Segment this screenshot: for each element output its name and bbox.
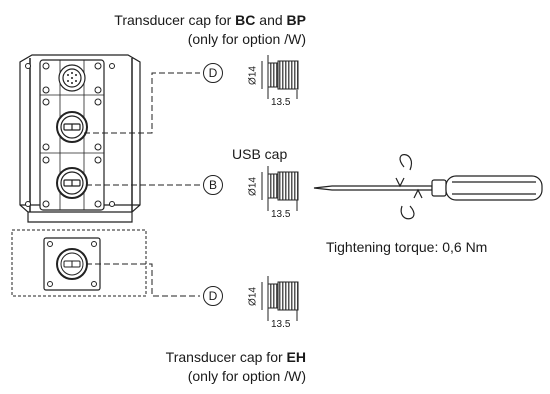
callout-middle: B: [203, 175, 223, 195]
length-bottom: 13.5: [271, 319, 291, 330]
top-cap-subtitle: (only for option /W): [187, 31, 306, 47]
length-middle: 13.5: [271, 209, 291, 220]
diameter-bottom: Ø14: [247, 287, 259, 306]
diameter-top: Ø14: [247, 66, 259, 85]
diameter-middle: Ø14: [247, 177, 259, 196]
callout-bottom: D: [203, 286, 223, 306]
top-cap-title: Transducer cap for BC and BP: [114, 12, 306, 28]
usb-cap-label: USB cap: [232, 146, 288, 162]
length-top: 13.5: [271, 97, 291, 108]
leader-lines: [84, 72, 200, 297]
bottom-cap-title: Transducer cap for EH: [165, 349, 306, 365]
screwdriver: [313, 154, 543, 220]
optional-module: [11, 229, 147, 297]
callout-top: D: [203, 63, 223, 83]
cap-parts: [261, 55, 299, 321]
device-body: [19, 54, 141, 223]
torque-label: Tightening torque: 0,6 Nm: [326, 239, 488, 255]
bottom-cap-subtitle: (only for option /W): [187, 368, 306, 384]
